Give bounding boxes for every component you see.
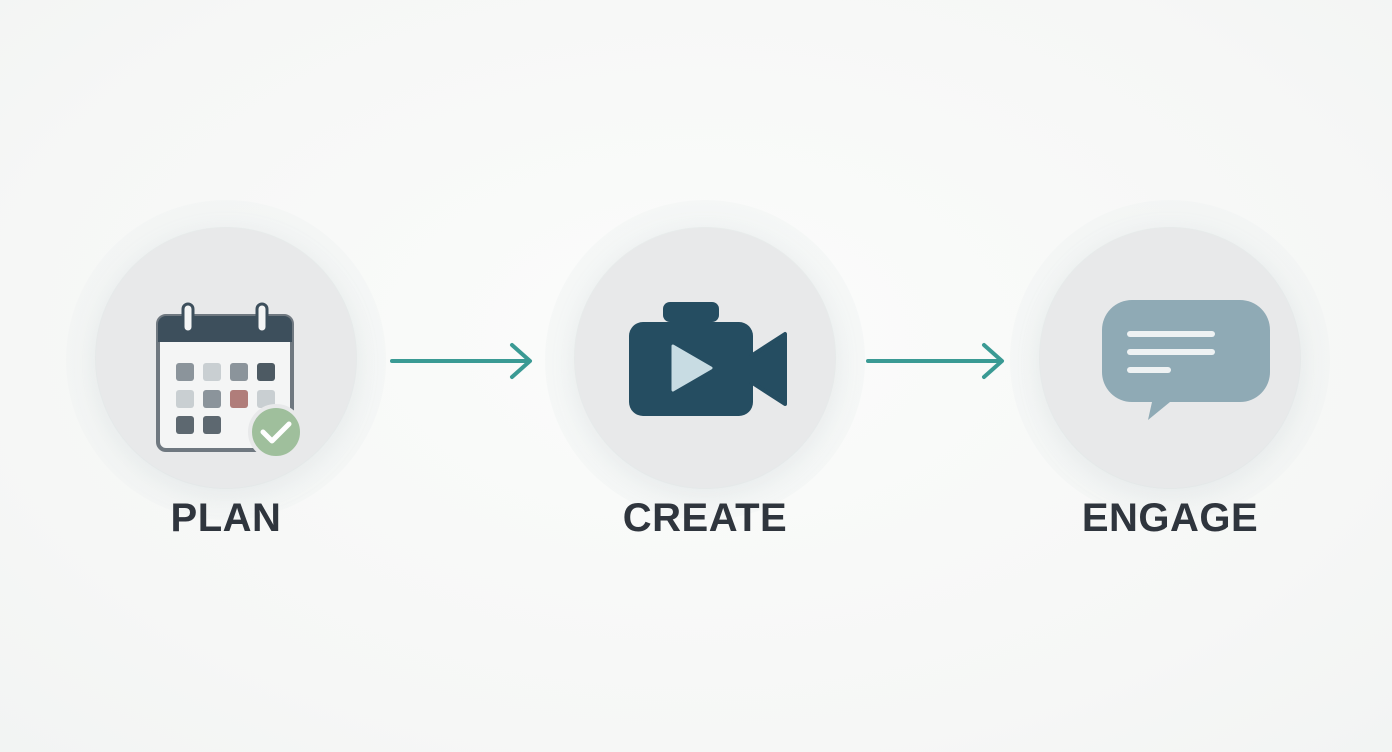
arrow-right-icon [866,343,1004,379]
step-engage: ENGAGE [1010,200,1330,560]
arrow-right-icon [390,343,532,379]
step-label-engage: ENGAGE [1081,496,1259,540]
video-camera-icon [629,302,787,416]
chat-bubble-icon [1102,300,1270,420]
step-create: CREATE [545,200,865,560]
step-label-plan: PLAN [170,496,282,540]
calendar-check-icon [156,302,304,460]
step-label-create: CREATE [622,496,788,540]
step-plan: PLAN [66,200,386,560]
